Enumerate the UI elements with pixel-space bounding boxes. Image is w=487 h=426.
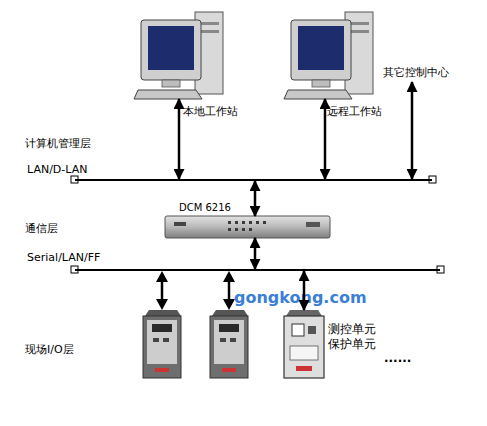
network-bus: LAN/D-LAN	[75, 179, 432, 181]
workstation: 本地工作站	[134, 12, 226, 99]
gateway-box: DCM 6216	[165, 216, 330, 238]
gateway-device	[165, 216, 330, 238]
connector-arrow	[178, 99, 181, 179]
connector-arrow	[254, 238, 257, 269]
computer-icon	[284, 12, 373, 99]
field-wire	[156, 271, 235, 310]
bus-terminator	[71, 176, 444, 273]
control-center: 其它控制中心	[383, 64, 463, 82]
field-unit-icon	[210, 310, 248, 378]
field-unit: 测控单元 保护单元	[284, 310, 324, 378]
ellipsis-note: ......	[384, 350, 411, 366]
connector-arrow	[303, 271, 306, 310]
node-label: Serial/LAN/FF	[27, 251, 100, 265]
connector-arrow	[324, 99, 327, 179]
node-label: 本地工作站	[183, 105, 238, 119]
node-label: 远程工作站	[327, 105, 382, 119]
computer-icon	[134, 12, 223, 99]
connector-arrow	[411, 82, 414, 179]
workstation: 远程工作站	[284, 12, 376, 99]
layer-title: 现场I/O层	[25, 343, 74, 357]
node-label: DCM 6216	[179, 201, 231, 215]
layer-title: 通信层	[25, 222, 58, 236]
node-label: 测控单元 保护单元	[328, 322, 380, 352]
layer-title: 计算机管理层	[25, 137, 91, 151]
node-label: LAN/D-LAN	[27, 163, 87, 177]
field-unit-icon	[143, 310, 181, 378]
field-bus: Serial/LAN/FF	[75, 269, 440, 271]
connector-arrow	[254, 181, 257, 216]
field-unit-icon	[284, 310, 324, 378]
watermark: gongkong.com	[234, 288, 367, 308]
node-label: 其它控制中心	[383, 66, 449, 80]
